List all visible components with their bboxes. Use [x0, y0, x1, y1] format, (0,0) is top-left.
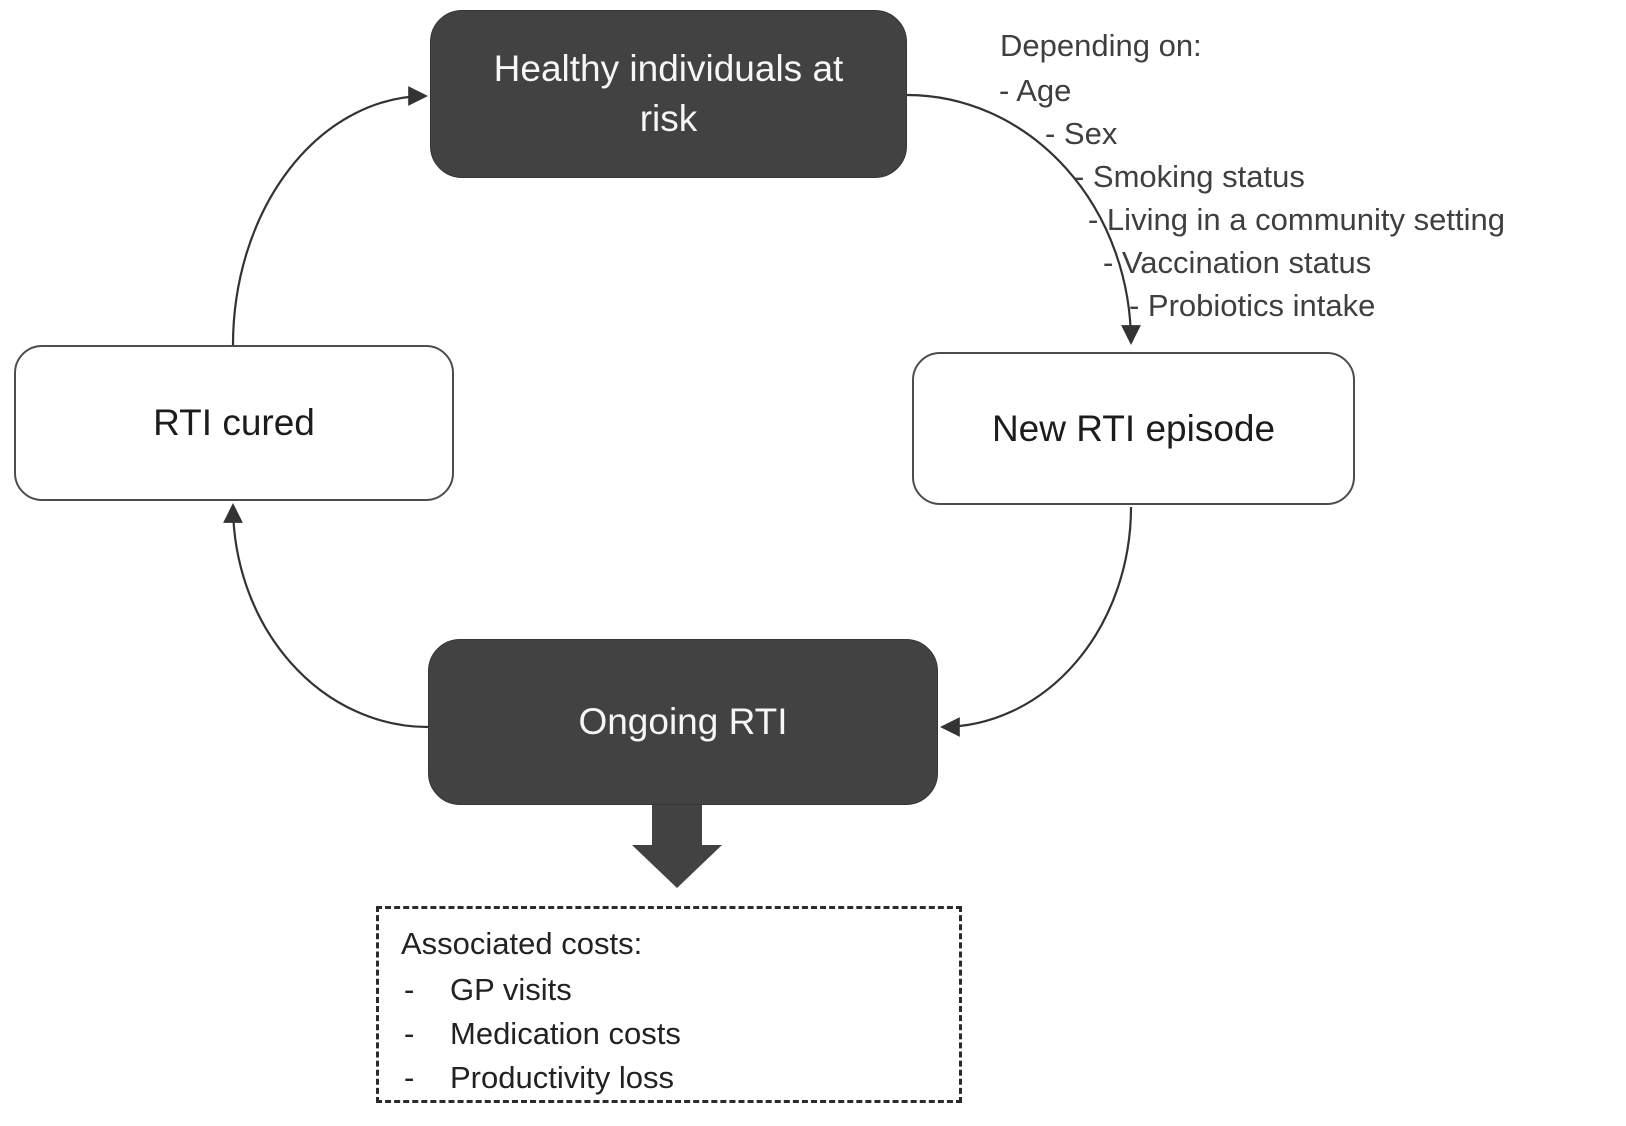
associated-costs-box: Associated costs: - GP visits - Medicati…	[376, 906, 962, 1103]
node-ongoing-rti: Ongoing RTI	[428, 639, 938, 805]
cost-item-marker: -	[404, 1060, 415, 1095]
associated-costs-title: Associated costs:	[401, 926, 643, 961]
cost-item-label: GP visits	[450, 972, 572, 1007]
cost-item-marker: -	[404, 1016, 415, 1051]
depending-note-item: - Age	[999, 73, 1072, 108]
cost-item: - Medication costs	[401, 1012, 949, 1056]
arrow-healthy-to-new-episode	[906, 93, 1141, 345]
node-rti-cured: RTI cured	[14, 345, 454, 501]
arrow-new-episode-to-ongoing	[940, 506, 1133, 737]
cost-item: - Productivity loss	[401, 1056, 949, 1100]
node-new-rti-episode: New RTI episode	[912, 352, 1355, 505]
node-healthy-individuals-at-risk: Healthy individuals at risk	[430, 10, 907, 178]
arrow-ongoing-to-cured	[223, 503, 429, 729]
arrow-cured-to-healthy	[231, 86, 428, 346]
cost-item-label: Productivity loss	[450, 1060, 674, 1095]
depending-note-item: - Smoking status	[1074, 159, 1305, 194]
depending-note-item: - Vaccination status	[1103, 245, 1372, 280]
depending-note-item: - Sex	[1045, 116, 1118, 151]
block-arrow-ongoing-to-costs	[632, 803, 722, 888]
cost-item-label: Medication costs	[450, 1016, 681, 1051]
cost-item: - GP visits	[401, 968, 949, 1012]
cost-item-marker: -	[404, 972, 415, 1007]
depending-note-item: - Living in a community setting	[1088, 202, 1505, 237]
depending-note-title: Depending on:	[1000, 28, 1202, 63]
depending-note-item: - Probiotics intake	[1129, 288, 1376, 323]
